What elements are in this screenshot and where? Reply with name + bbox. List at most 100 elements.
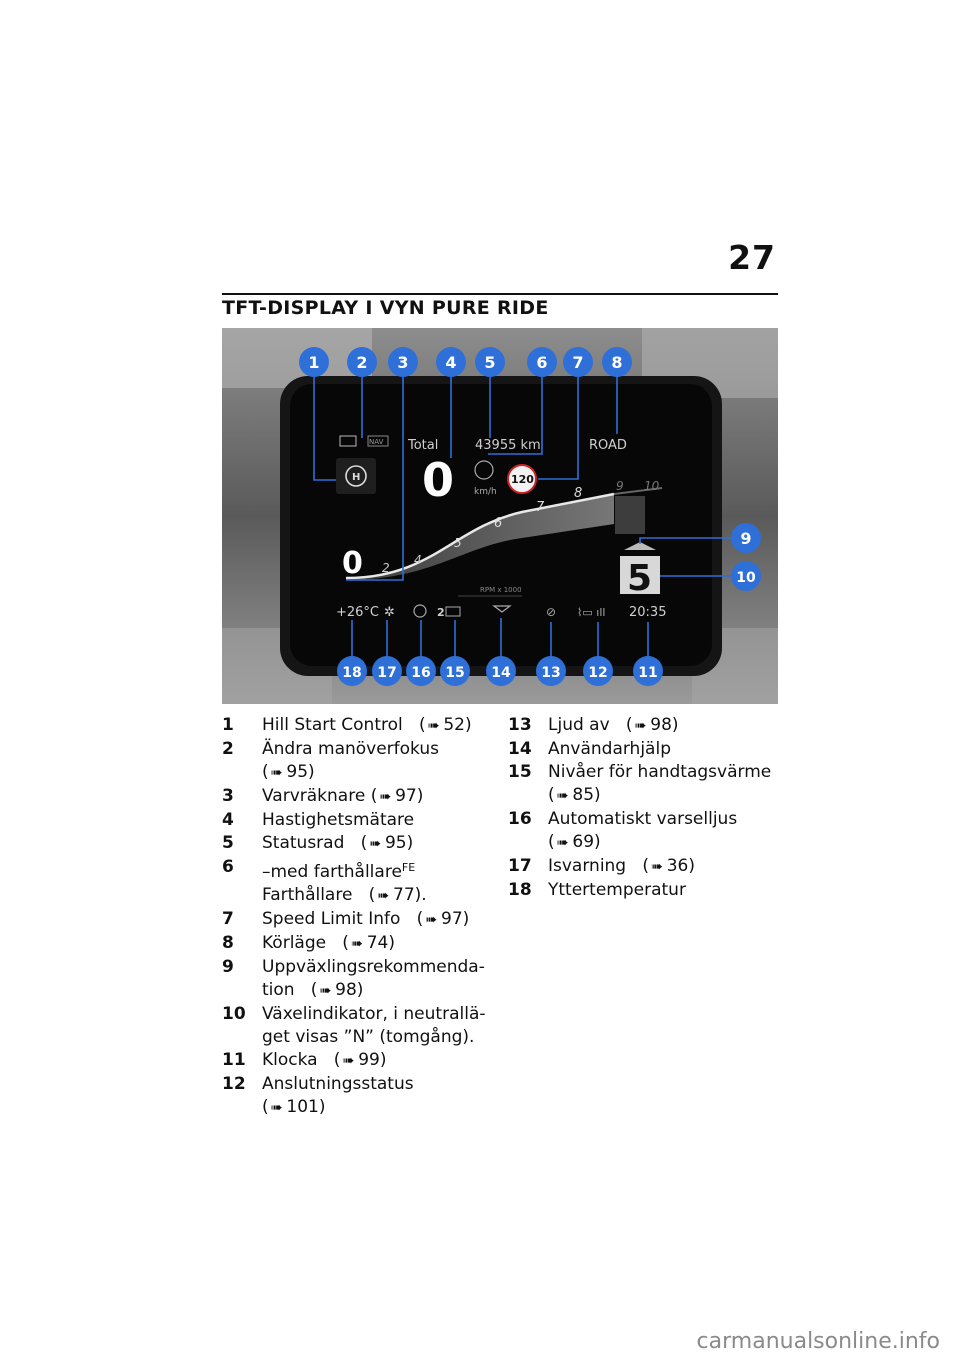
page-ref: 52)	[443, 715, 472, 735]
legend-text: Yttertemperatur	[548, 880, 686, 900]
speed-unit: km/h	[474, 487, 497, 497]
rpm-scale-9: 9	[616, 479, 624, 493]
legend-number: 6	[222, 857, 234, 877]
legend-item: 17 Isvarning (➠36)	[508, 856, 695, 876]
callout-12	[583, 656, 613, 686]
user-assist-icon	[492, 605, 512, 613]
legend-item: 5 Statusrad (➠95)	[222, 833, 414, 853]
hill-start-box	[336, 458, 376, 494]
legend-text: Användarhjälp	[548, 739, 671, 759]
tft-display-illustration: NAV Total 43955 km ROAD H 0 km/h 120 0 2…	[222, 328, 778, 704]
legend-left: 1 Hill Start Control (➠52) 2 Ändra manöv…	[222, 714, 492, 1120]
svg-text:2: 2	[356, 353, 367, 372]
section-title: TFT-DISPLAY I VYN PURE RIDE	[222, 297, 549, 319]
grip-heat-icon	[445, 606, 461, 617]
callout-1	[299, 347, 329, 377]
legend-item: 18 Yttertemperatur	[508, 879, 778, 902]
legend-number: 12	[222, 1074, 246, 1094]
callout-8	[602, 347, 632, 377]
legend-text: Klocka	[262, 1050, 318, 1070]
rpm-scale-5: 5	[454, 536, 462, 550]
page-ref: 85)	[572, 785, 601, 805]
page-ref-arrow-icon: ➠	[556, 835, 569, 851]
control-focus-icon	[339, 435, 357, 447]
rpm-bar	[346, 494, 614, 580]
callout-10	[731, 561, 761, 591]
svg-text:8: 8	[611, 353, 622, 372]
legend-text: Ljud av	[548, 715, 610, 735]
callout-5	[475, 347, 505, 377]
legend-number: 8	[222, 933, 234, 953]
gear-box	[620, 556, 660, 594]
legend-number: 2	[222, 739, 234, 759]
odometer: 43955 km	[475, 438, 541, 453]
legend-superscript: FE	[401, 861, 416, 874]
svg-text:9: 9	[740, 529, 751, 548]
svg-text:14: 14	[491, 665, 511, 681]
svg-text:13: 13	[541, 665, 560, 681]
legend-text: Automatiskt varselljus	[548, 809, 738, 829]
connection-icon: ⌇▭ ıll	[577, 606, 605, 619]
svg-text:11: 11	[638, 665, 657, 681]
legend-item: 6 –med farthållareFE Farthållare (➠77).	[222, 857, 427, 905]
legend-text-cont: get visas ”N” (tomgång).	[262, 1027, 475, 1047]
legend-item: 8 Körläge (➠74)	[222, 933, 395, 953]
callout-2	[347, 347, 377, 377]
riding-mode: ROAD	[589, 438, 627, 453]
legend-number: 11	[222, 1050, 246, 1070]
legend-number: 9	[222, 957, 234, 977]
svg-text:16: 16	[411, 665, 430, 681]
daytime-light-icon	[413, 604, 427, 618]
callout-11	[633, 656, 663, 686]
callout-17	[372, 656, 402, 686]
rpm-scale-2: 2	[382, 561, 390, 575]
title-rule	[222, 293, 778, 295]
page-ref-arrow-icon: ➠	[556, 788, 569, 804]
legend-text: Hill Start Control	[262, 715, 403, 735]
page-ref-arrow-icon: ➠	[650, 859, 663, 875]
legend-text: Speed Limit Info	[262, 909, 401, 929]
clock: 20:35	[629, 605, 666, 620]
page-ref: 77).	[393, 885, 427, 905]
page-ref-arrow-icon: ➠	[427, 718, 440, 734]
page-ref-arrow-icon: ➠	[377, 888, 390, 904]
rpm-scale-0: 0	[342, 546, 363, 581]
total-label: Total	[407, 438, 438, 453]
legend-text: –med farthållare	[262, 862, 402, 882]
svg-text:10: 10	[736, 570, 756, 586]
legend-text: Hastighetsmätare	[262, 810, 415, 830]
page-ref-arrow-icon: ➠	[379, 789, 392, 805]
page-ref: 98)	[335, 980, 364, 1000]
page-ref-arrow-icon: ➠	[319, 983, 332, 999]
cruise-control-icon	[474, 460, 494, 480]
speed-limit-value: 120	[511, 473, 534, 486]
legend-item: 3 Varvräknare (➠97)	[222, 785, 492, 809]
page-ref-arrow-icon: ➠	[369, 836, 381, 852]
hill-start-icon	[345, 465, 367, 487]
nav-label: NAV	[369, 438, 384, 446]
legend-number: 15	[508, 762, 532, 782]
callout-4	[436, 347, 466, 377]
legend-number: 16	[508, 809, 532, 829]
page-ref-arrow-icon: ➠	[342, 1053, 355, 1069]
callout-18	[337, 656, 367, 686]
callout-lines	[313, 374, 732, 658]
page-ref: 97)	[395, 786, 424, 806]
callout-15	[440, 656, 470, 686]
legend-text: Statusrad	[262, 833, 345, 853]
legend-item: 15 Nivåer för handtagsvärme (➠85)	[508, 762, 772, 805]
legend-number: 5	[222, 833, 234, 853]
legend-text: Uppväxlingsrekommenda-	[262, 957, 485, 977]
legend-text-cont: tion	[262, 980, 295, 1000]
legend-item: 11 Klocka (➠99)	[222, 1050, 387, 1070]
rpm-scale-8: 8	[574, 486, 582, 501]
legend-item: 1 Hill Start Control (➠52)	[222, 715, 472, 735]
rpm-curve	[345, 492, 615, 580]
legend-text: Isvarning	[548, 856, 627, 876]
svg-text:3: 3	[397, 353, 408, 372]
page-ref-arrow-icon: ➠	[634, 718, 647, 734]
legend-number: 3	[222, 786, 234, 806]
legend-text: Anslutningsstatus	[262, 1074, 414, 1094]
page-ref: 36)	[666, 856, 695, 876]
legend-item: 12 Anslutningsstatus (➠101)	[222, 1074, 414, 1117]
